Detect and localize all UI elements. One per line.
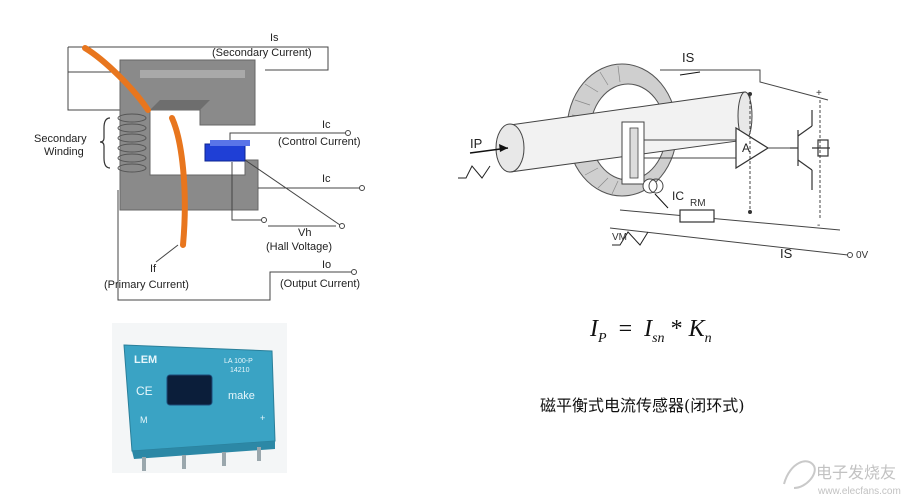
label-ic-right: IC	[672, 189, 684, 203]
bottom-rail-lower	[609, 227, 849, 256]
formula: IP = Isn * Kn	[590, 316, 712, 347]
control-current-lead-top	[229, 132, 346, 140]
right-closed-loop-diagram: IS IP IC RM VM IS A 0V + -	[458, 50, 869, 261]
watermark-text: 电子发烧友	[816, 463, 896, 482]
ic-arrow	[654, 193, 669, 209]
sensor-photo: LEM LA 100-P 14210 CE make M +	[112, 323, 287, 473]
sensor-pin-m: M	[140, 415, 148, 425]
current-source-circle-2	[648, 178, 664, 194]
bottom-rail-upper	[619, 209, 841, 231]
is-loop-top	[660, 69, 829, 101]
primary-conductor-wire	[82, 45, 151, 113]
hall-voltage-lead-2	[231, 162, 262, 221]
terminal-0v	[847, 252, 853, 258]
sensor-ce-mark: CE	[136, 384, 153, 398]
sensor-window	[166, 374, 213, 406]
secondary-current-return	[68, 46, 329, 71]
label-ic-desc: (Control Current)	[278, 136, 361, 148]
sensor-model: LA 100-P	[224, 358, 253, 365]
hall-sensor-plate	[629, 127, 639, 179]
caption: 磁平衡式电流传感器(闭环式)	[540, 396, 745, 415]
sensor-pin-plus: +	[260, 413, 265, 423]
primary-conductor-wire-lower	[169, 115, 188, 248]
secondary-current-loop	[67, 71, 120, 111]
watermark-url: www.elecfans.com	[817, 486, 901, 497]
formula-lhs-sub: P	[598, 330, 607, 346]
terminal-ic-top	[345, 130, 351, 136]
label-is-bottom: IS	[780, 246, 793, 261]
rail-minus-terminal	[748, 210, 752, 214]
label-vh-desc: (Hall Voltage)	[266, 241, 332, 253]
label-if-desc: (Primary Current)	[104, 279, 189, 291]
terminal-vh-right	[339, 223, 345, 229]
rm-resistor	[679, 209, 715, 223]
hall-voltage-lead-1	[244, 159, 341, 226]
label-if: If	[150, 263, 157, 275]
sensor-body-side	[132, 441, 275, 459]
label-vh: Vh	[298, 227, 311, 239]
formula-k-sub: n	[704, 330, 712, 346]
formula-times: *	[670, 316, 683, 342]
transistor-stage	[790, 110, 830, 190]
label-is-desc: (Secondary Current)	[212, 47, 312, 59]
magnetic-core	[119, 59, 259, 211]
formula-rhs: I	[644, 316, 653, 342]
label-amp: A	[742, 141, 750, 155]
label-secondary-winding-2: Winding	[44, 146, 84, 158]
label-secondary-winding-1: Secondary	[34, 133, 87, 145]
ip-waveform	[458, 165, 491, 179]
if-pointer	[155, 244, 179, 263]
label-rm: RM	[690, 198, 706, 209]
left-hall-sensor-diagram: Is (Secondary Current) Secondary Winding…	[34, 32, 365, 301]
current-source-circle-1	[642, 178, 658, 194]
hall-element	[204, 143, 246, 162]
watermark: 电子发烧友 www.elecfans.com	[783, 460, 901, 497]
label-plus: +	[816, 88, 822, 99]
sensor-pins	[142, 447, 261, 471]
conductor-end-left	[495, 123, 525, 173]
is-arrow	[679, 71, 701, 76]
formula-equals: =	[618, 316, 633, 342]
label-is-top: IS	[682, 50, 695, 65]
terminal-ic-bottom	[359, 185, 365, 191]
label-ic-bottom: Ic	[322, 173, 331, 185]
magnetic-core-highlight	[140, 70, 245, 78]
terminal-vh-left	[261, 217, 267, 223]
formula-lhs: I	[590, 316, 598, 342]
rail-plus-terminal	[748, 92, 752, 96]
magnetic-core-shade	[150, 100, 210, 110]
label-ip: IP	[470, 136, 482, 151]
formula-k: K	[688, 316, 705, 342]
sensor-code: 14210	[230, 367, 250, 374]
terminal-io	[351, 269, 357, 275]
label-is: Is	[270, 32, 279, 44]
label-io: Io	[322, 259, 331, 271]
output-current-lead	[117, 190, 352, 301]
sensor-logo: LEM	[134, 354, 157, 366]
vm-waveform	[612, 231, 649, 246]
ip-arrow-head	[499, 144, 508, 152]
secondary-winding-coils	[117, 113, 147, 173]
amplifier-triangle	[735, 126, 770, 170]
label-0v: 0V	[856, 250, 869, 261]
sensor-brand: make	[228, 390, 255, 402]
label-vm: VM	[612, 232, 627, 243]
label-io-desc: (Output Current)	[280, 278, 360, 290]
label-ic-top: Ic	[322, 119, 331, 131]
watermark-logo-icon	[783, 460, 816, 489]
hall-element-top	[210, 140, 250, 146]
secondary-winding-brace	[99, 117, 111, 169]
formula-rhs-sub: sn	[652, 330, 665, 346]
label-minus: -	[817, 220, 820, 231]
